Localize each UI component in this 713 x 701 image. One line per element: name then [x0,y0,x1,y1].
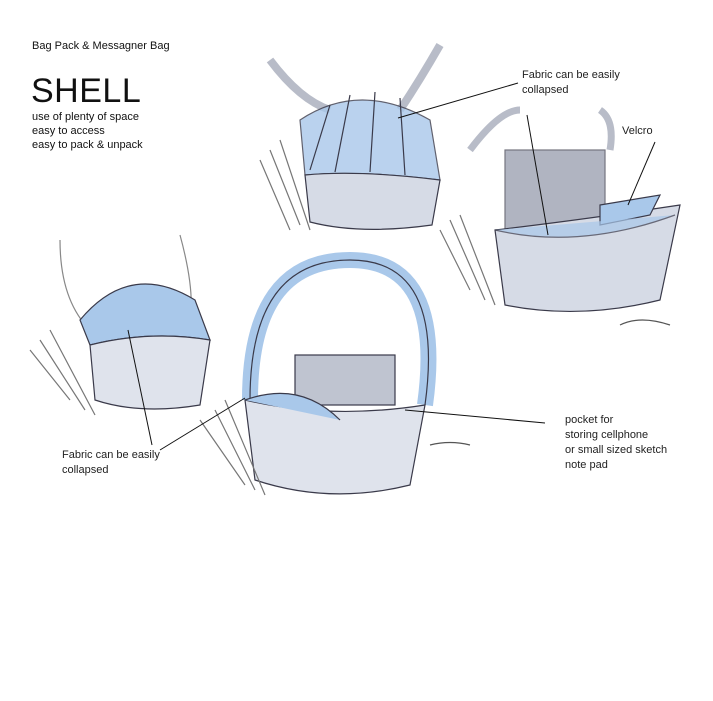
annotation-pocket: pocket for storing cellphone or small si… [565,413,667,473]
leader-line-pocket [404,409,546,424]
messenger-bag-open-sketch [439,106,681,326]
subtitle: Bag Pack & Messagner Bag [32,40,170,52]
leader-line-velcro [627,141,656,206]
annotation-line: pocket for [565,414,614,426]
basket-bag-sketch [199,251,471,496]
annotation-line: storing cellphone [565,429,649,441]
page-title: SHELL [31,72,142,110]
annotation-line: note pad [565,459,608,471]
annotation-line: Fabric can be easily [62,449,160,461]
leader-line-fabric-left [127,329,153,446]
annotation-line: or small sized sketch [565,444,668,456]
feature-list: use of plenty of space easy to access ea… [32,110,143,152]
annotation-line: collapsed [62,464,109,476]
feature-item: easy to pack & unpack [32,139,143,151]
annotation-line: Fabric can be easily [522,69,620,81]
annotation-velcro: Velcro [622,125,653,137]
leader-line-fabric-top [397,82,519,119]
leader-lines [127,82,656,451]
annotation-line: collapsed [522,84,569,96]
feature-item: use of plenty of space [32,111,140,123]
leader-line-fabric-left-2 [159,397,246,451]
leader-line-fabric-top-2 [526,114,549,236]
annotation-fabric-top: Fabric can be easily collapsed [522,68,620,98]
backpack-sketch [259,43,444,231]
annotation-fabric-left: Fabric can be easily collapsed [62,448,160,478]
feature-item: easy to access [32,125,105,137]
rolled-bag-sketch [29,234,211,416]
